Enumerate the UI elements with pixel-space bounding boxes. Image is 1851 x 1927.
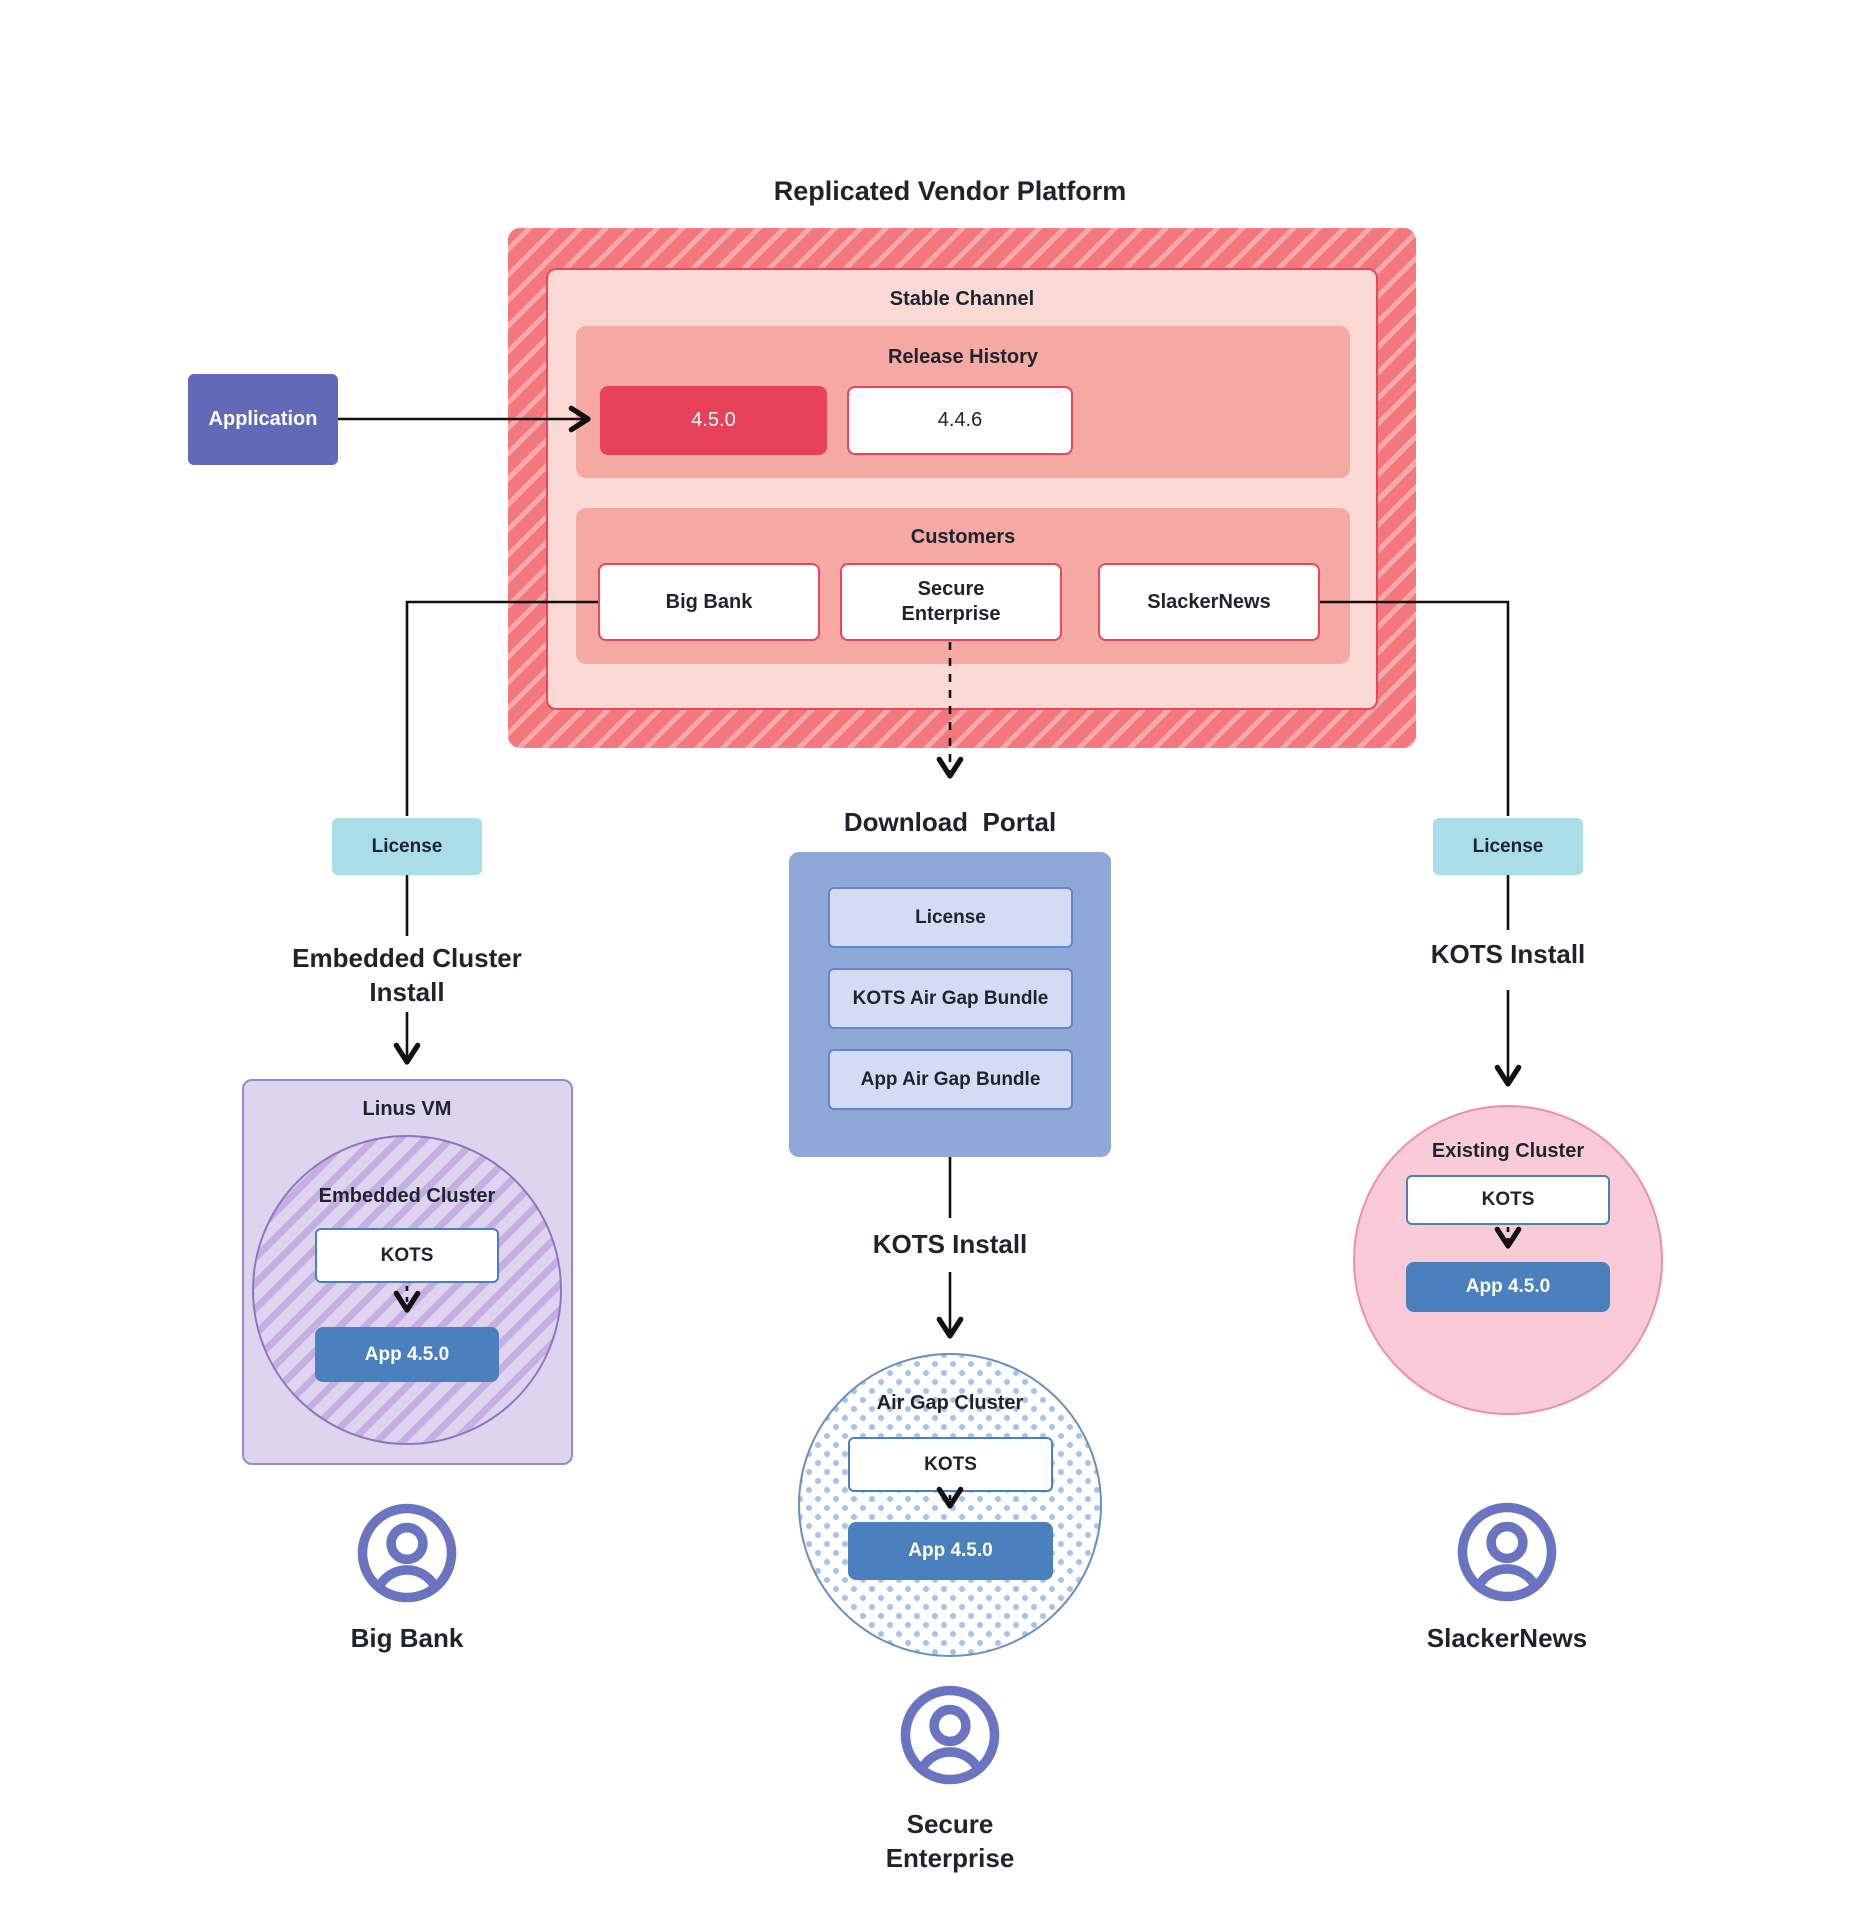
kots-box-left: KOTS [315, 1228, 499, 1283]
slackernews-user-icon [1454, 1499, 1560, 1610]
existing-cluster-circle [1353, 1105, 1663, 1415]
portal-item-app-bundle: App Air Gap Bundle [828, 1049, 1073, 1110]
license-box-right: License [1433, 818, 1583, 875]
embedded-cluster-install-label: Embedded Cluster Install [292, 943, 522, 1007]
embedded-cluster-label: Embedded Cluster [318, 1185, 496, 1207]
download-portal-title: Download Portal [843, 807, 1057, 837]
license-box-left: License [332, 818, 482, 875]
customer-secure-enterprise: Secure Enterprise [840, 563, 1062, 641]
release-version-previous: 4.4.6 [847, 386, 1073, 455]
portal-item-license: License [828, 887, 1073, 948]
application-box: Application [188, 374, 338, 465]
app-box-left: App 4.5.0 [315, 1327, 499, 1382]
customer-slackernews: SlackerNews [1098, 563, 1320, 641]
app-box-middle: App 4.5.0 [848, 1522, 1053, 1580]
release-history-label: Release History [887, 346, 1039, 368]
embedded-cluster-circle [252, 1135, 562, 1445]
kots-install-label-right: KOTS Install [1430, 939, 1586, 969]
linus-vm-label: Linus VM [362, 1098, 452, 1120]
portal-item-kots-bundle: KOTS Air Gap Bundle [828, 968, 1073, 1029]
air-gap-cluster-circle [798, 1353, 1102, 1657]
secure-enterprise-user-label: Secure Enterprise [885, 1809, 1015, 1873]
app-box-right: App 4.5.0 [1406, 1262, 1610, 1312]
big-bank-user-icon [354, 1500, 460, 1611]
stable-channel-label: Stable Channel [889, 288, 1035, 310]
air-gap-cluster-label: Air Gap Cluster [876, 1392, 1024, 1414]
kots-install-label-middle: KOTS Install [872, 1229, 1028, 1259]
kots-box-right: KOTS [1406, 1175, 1610, 1225]
big-bank-user-label: Big Bank [350, 1623, 464, 1653]
slackernews-user-label: SlackerNews [1426, 1623, 1588, 1653]
customers-label: Customers [910, 526, 1016, 548]
existing-cluster-label: Existing Cluster [1431, 1140, 1585, 1162]
diagram-title: Replicated Vendor Platform [773, 176, 1127, 206]
release-version-current: 4.5.0 [600, 386, 827, 455]
kots-box-middle: KOTS [848, 1437, 1053, 1492]
customer-big-bank: Big Bank [598, 563, 820, 641]
secure-enterprise-user-icon [897, 1682, 1003, 1793]
